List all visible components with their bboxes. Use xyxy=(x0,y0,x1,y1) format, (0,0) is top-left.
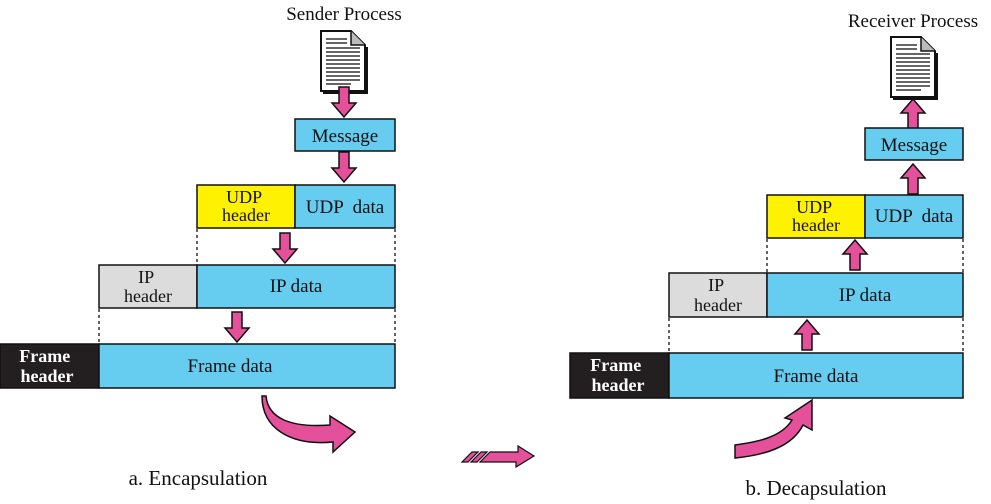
curved-arrow-icon xyxy=(734,398,813,459)
sender-process-label: Sender Process xyxy=(286,4,402,25)
ip-header-box xyxy=(668,272,768,318)
message-label: Message xyxy=(312,126,378,147)
ip-data-label: IP data xyxy=(270,276,323,297)
receiver-process-label: Receiver Process xyxy=(848,11,978,32)
frame-header-label: Frame header xyxy=(590,355,645,395)
decapsulation-caption: b. Decapsulation xyxy=(745,476,887,500)
udp-data-label: UDP data xyxy=(875,206,954,227)
up-arrow-icon xyxy=(794,319,820,351)
message-box xyxy=(294,118,396,152)
udp-data-box xyxy=(864,194,964,239)
ip-data-box xyxy=(196,264,396,309)
transfer-arrow-icon xyxy=(460,444,536,469)
udp-data-box xyxy=(294,184,396,229)
down-arrow-icon xyxy=(331,151,357,183)
udp-header-box xyxy=(196,184,296,229)
up-arrow-icon xyxy=(842,239,868,271)
encapsulation-caption: a. Encapsulation xyxy=(129,466,268,490)
message-label: Message xyxy=(881,135,947,156)
ip-header-box xyxy=(98,264,198,309)
curved-arrow-icon xyxy=(261,395,357,454)
ip-data-label: IP data xyxy=(839,285,892,306)
udp-data-label: UDP data xyxy=(306,197,385,218)
message-box xyxy=(864,127,964,161)
up-arrow-icon xyxy=(900,163,926,195)
frame-data-box xyxy=(98,343,396,389)
udp-header-label: UDP header xyxy=(792,197,840,235)
udp-header-box xyxy=(766,194,866,239)
down-arrow-icon xyxy=(224,311,250,343)
down-arrow-icon xyxy=(272,232,298,264)
frame-data-label: Frame data xyxy=(188,356,274,377)
document-icon xyxy=(320,30,368,94)
ip-data-box xyxy=(766,272,964,318)
frame-data-box xyxy=(668,352,964,399)
frame-data-label: Frame data xyxy=(774,366,860,387)
ip-header-label: IP header xyxy=(124,267,172,306)
frame-header-box xyxy=(569,352,670,399)
ip-header-label: IP header xyxy=(694,275,742,315)
document-icon xyxy=(890,36,938,100)
udp-header-label: UDP header xyxy=(222,187,270,225)
frame-header-label: Frame header xyxy=(19,346,74,386)
up-arrow-icon xyxy=(900,98,926,130)
